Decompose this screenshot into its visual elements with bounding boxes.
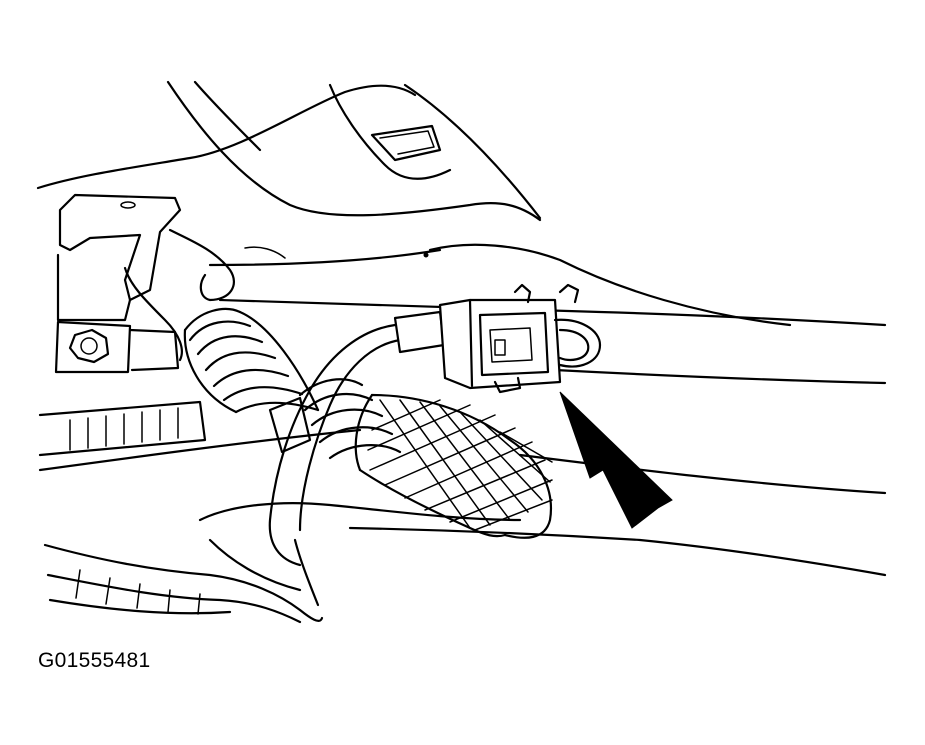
- frame-rails: [208, 243, 887, 577]
- bolt-icon: [54, 320, 180, 374]
- lower-panel: [43, 502, 522, 624]
- upper-body-panel: [36, 80, 542, 222]
- harness-wires: [268, 323, 402, 607]
- mesh-sleeve: [354, 393, 553, 539]
- figure-code-label: G01555481: [38, 649, 151, 672]
- ribbed-block: [38, 400, 362, 472]
- mounting-bracket: [56, 193, 235, 362]
- pointer-arrow: [559, 391, 673, 529]
- corrugated-harness: [183, 308, 402, 460]
- electrical-connector: [393, 283, 602, 394]
